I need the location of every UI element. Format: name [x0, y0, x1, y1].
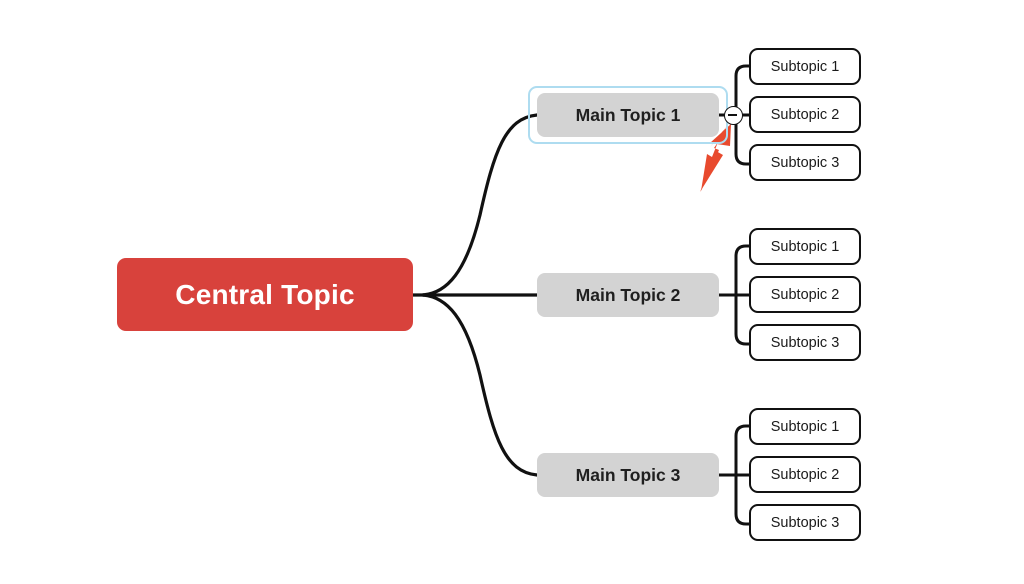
- subtopic-node-2-1[interactable]: Subtopic 1: [749, 228, 861, 265]
- subtopic-node-3-3[interactable]: Subtopic 3: [749, 504, 861, 541]
- main-topic-2-label: Main Topic 2: [575, 284, 681, 305]
- subtopic-node-3-2[interactable]: Subtopic 2: [749, 456, 861, 493]
- minus-circle-icon[interactable]: [724, 106, 743, 125]
- central-topic-label: Central Topic: [175, 278, 355, 310]
- central-topic-node[interactable]: Central Topic: [117, 258, 413, 331]
- subtopic-node-1-1[interactable]: Subtopic 1: [749, 48, 861, 85]
- subtopic-label-1-2: Subtopic 2: [770, 106, 840, 123]
- subtopic-label-3-1: Subtopic 1: [770, 418, 840, 435]
- main-topic-1-label: Main Topic 1: [575, 104, 681, 125]
- subtopic-label-2-2: Subtopic 2: [770, 286, 840, 303]
- subtopic-node-3-1[interactable]: Subtopic 1: [749, 408, 861, 445]
- subtopic-node-2-3[interactable]: Subtopic 3: [749, 324, 861, 361]
- subtopic-label-3-2: Subtopic 2: [770, 466, 840, 483]
- subtopic-label-2-1: Subtopic 1: [770, 238, 840, 255]
- subtopic-node-1-2[interactable]: Subtopic 2: [749, 96, 861, 133]
- subtopic-label-1-3: Subtopic 3: [770, 154, 840, 171]
- subtopic-label-3-3: Subtopic 3: [770, 514, 840, 531]
- minus-glyph: [728, 114, 737, 116]
- subtopic-node-2-2[interactable]: Subtopic 2: [749, 276, 861, 313]
- subtopic-label-2-3: Subtopic 3: [770, 334, 840, 351]
- subtopic-label-1-1: Subtopic 1: [770, 58, 840, 75]
- main-topic-1-node[interactable]: Main Topic 1: [537, 93, 719, 137]
- main-topic-2-node[interactable]: Main Topic 2: [537, 273, 719, 317]
- main-topic-3-node[interactable]: Main Topic 3: [537, 453, 719, 497]
- subtopic-node-1-3[interactable]: Subtopic 3: [749, 144, 861, 181]
- main-topic-3-label: Main Topic 3: [575, 464, 681, 485]
